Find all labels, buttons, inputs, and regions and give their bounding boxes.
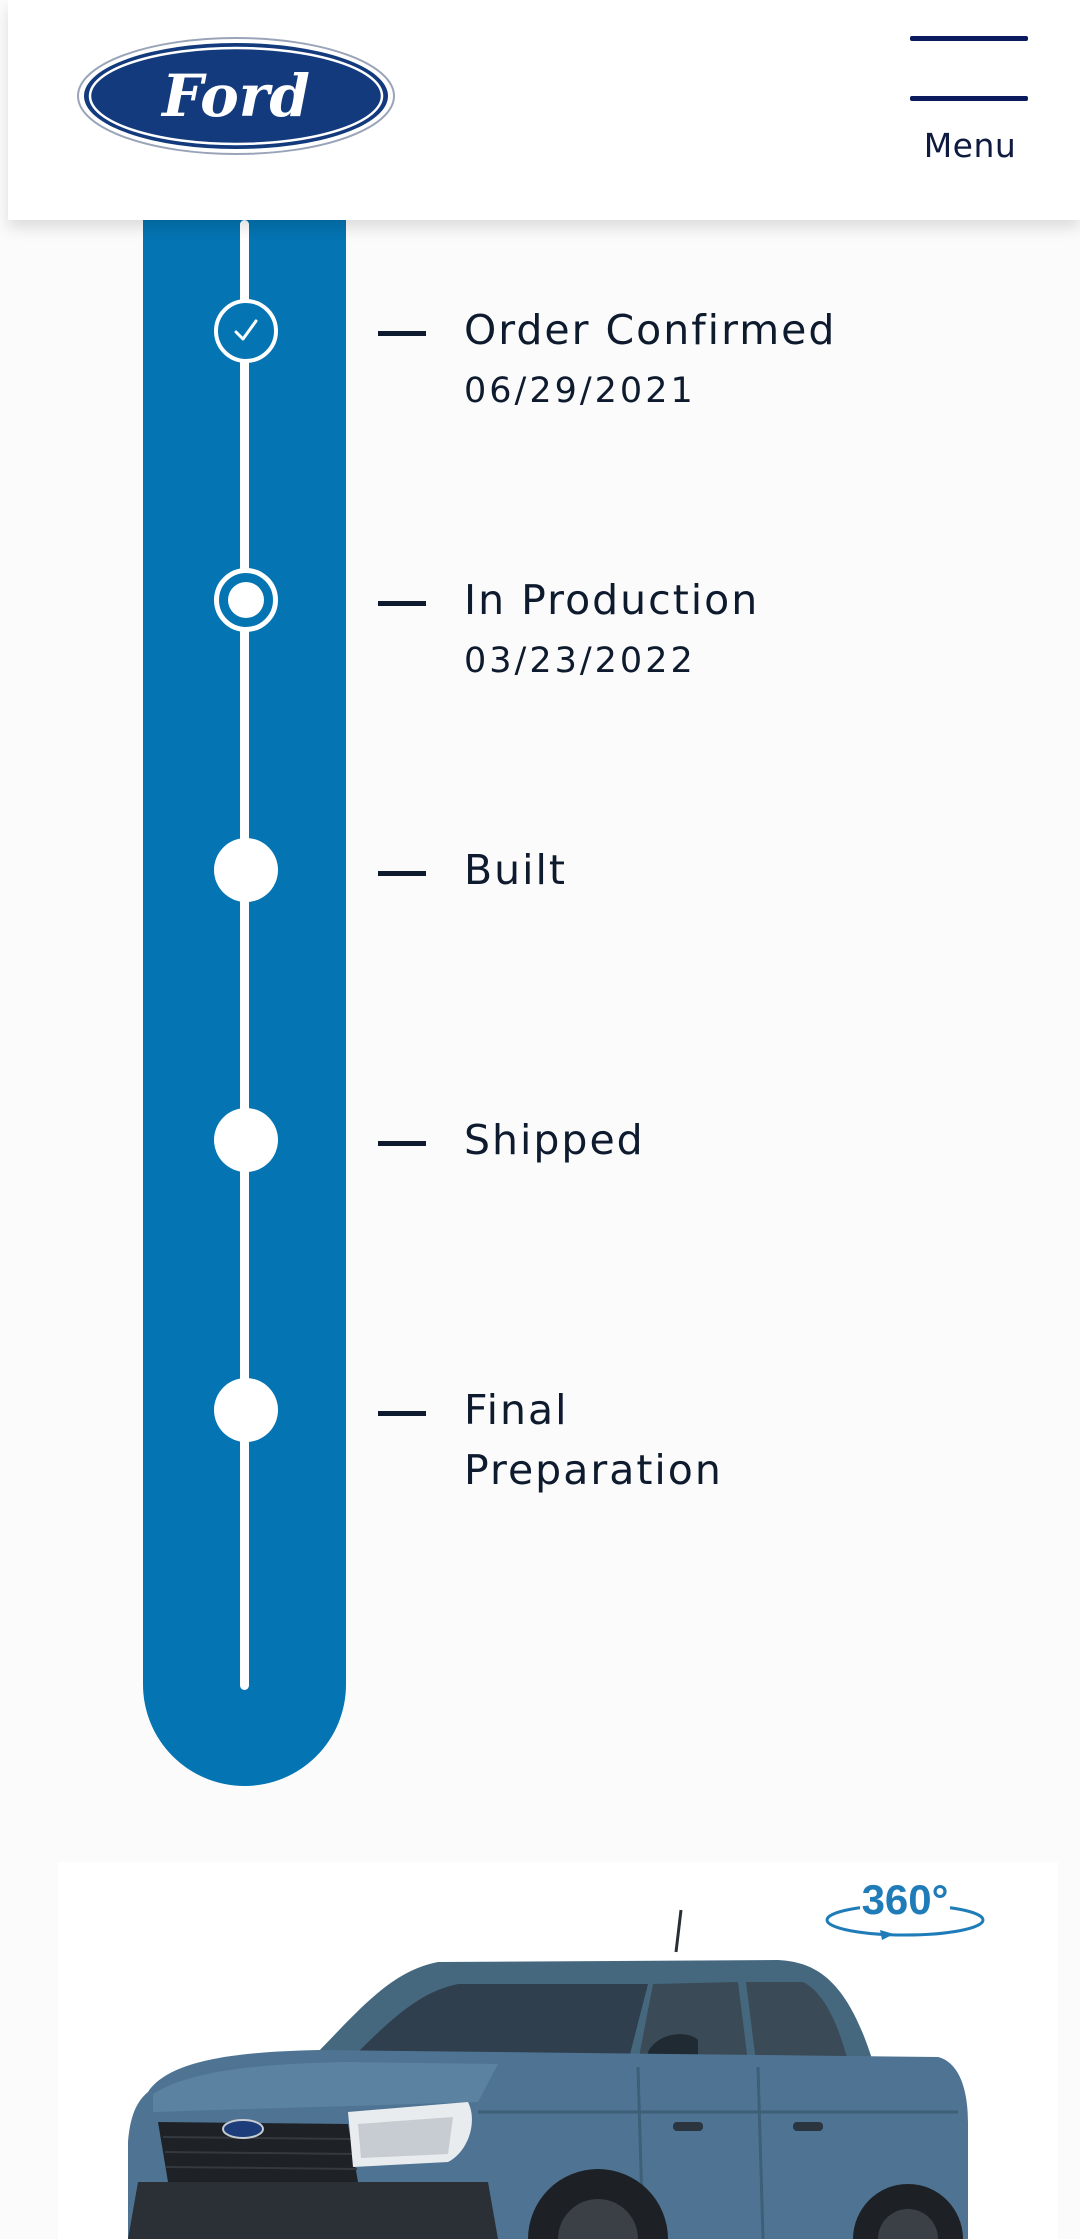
view-360-icon[interactable]: 360°	[822, 1870, 988, 1942]
truck-illustration	[128, 1909, 968, 2239]
step-date-in-production: 03/23/2022	[464, 641, 696, 681]
step-title-shipped: Shipped	[464, 1116, 645, 1164]
step-title-built: Built	[464, 846, 567, 894]
ford-logo[interactable]: Ford	[74, 34, 398, 158]
step-date-order-confirmed: 06/29/2021	[464, 371, 696, 411]
step-complete-node	[214, 299, 278, 363]
step-pending-node	[214, 838, 278, 902]
step-dash	[378, 1411, 426, 1416]
hamburger-icon	[910, 36, 1028, 41]
step-dash	[378, 871, 426, 876]
ford-logo-wordmark: Ford	[160, 62, 310, 130]
step-dash	[378, 1141, 426, 1146]
step-title-in-production: In Production	[464, 576, 760, 624]
step-dash	[378, 331, 426, 336]
step-current-node	[214, 568, 278, 632]
step-dash	[378, 601, 426, 606]
checkmark-icon	[234, 319, 258, 341]
current-dot	[228, 582, 264, 618]
progress-line	[240, 220, 249, 1690]
step-title-final-preparation: Final Preparation	[464, 1386, 723, 1494]
step-title-order-confirmed: Order Confirmed	[464, 306, 837, 354]
site-header: Ford Menu	[8, 0, 1080, 220]
menu-label: Menu	[923, 126, 1017, 165]
vehicle-image[interactable]	[58, 1862, 1058, 2239]
menu-button[interactable]: Menu	[906, 32, 1034, 172]
step-pending-node	[214, 1378, 278, 1442]
step-pending-node	[214, 1108, 278, 1172]
view-360-label: 360°	[862, 1876, 949, 1923]
